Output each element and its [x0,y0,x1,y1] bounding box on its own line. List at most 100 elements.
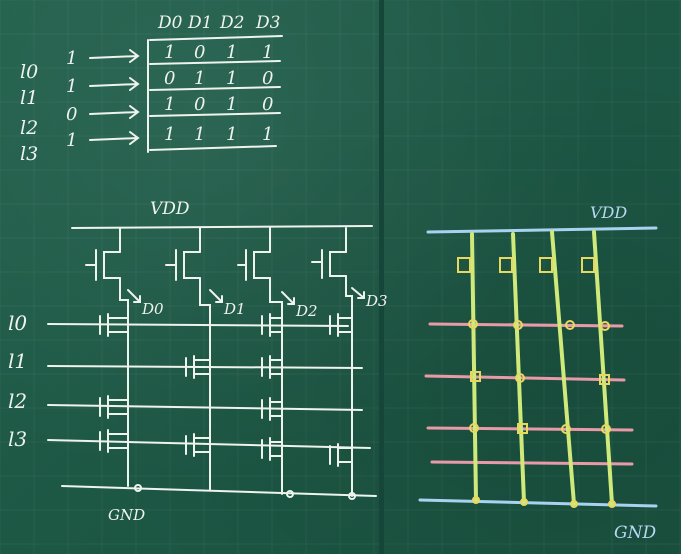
table-cell: 0 [194,42,205,63]
column-wire-1 [199,227,211,491]
table-cell: 1 [194,124,205,145]
right-bit-line-1 [511,232,526,504]
table-cell: 1 [164,94,175,115]
word-line-3 [47,439,371,449]
right-pullups [457,257,595,273]
row-arrow [89,131,140,145]
pulldown-transistor [329,443,353,467]
right-word-line-0 [428,322,624,328]
input-label-l2: l2 [8,389,27,413]
pulldown-transistor [261,313,283,337]
right-bit-line-2 [550,230,576,506]
column-header-d1: D1 [187,13,212,33]
table-cell: 1 [194,68,205,89]
right-ground-nodes [472,496,616,508]
pullup-transistor-1 [165,249,201,281]
right-gnd-label: GND [614,523,656,543]
right-vdd-rail [426,226,658,234]
word-line-0 [47,323,349,327]
gnd-rail [61,485,377,497]
pulldown-transistor [99,395,129,419]
output-label-d0: D0 [141,300,164,318]
row-value: 1 [66,76,77,97]
left-gnd-label: GND [108,506,145,524]
pullup-transistor-0 [85,249,121,281]
right-bit-line-0 [470,232,478,502]
row-arrow [89,49,140,63]
pullup-transistor-2 [237,249,271,281]
pulldown-transistor [261,355,283,379]
row-label-l2: l2 [20,117,38,139]
table-cell: 1 [226,42,237,63]
table-cell: 1 [262,124,273,145]
pulldown-transistor [261,437,283,461]
left-circuit [47,225,377,500]
input-label-l3: l3 [8,427,27,451]
pullup-transistor-3 [311,249,347,279]
pulldown-transistor [99,313,129,337]
output-arrow-2 [281,291,295,305]
table-cell: 0 [262,68,273,89]
output-label-d1: D1 [223,300,246,318]
table-bottom-border [149,145,277,151]
row-value: 1 [66,48,77,69]
vdd-rail [71,225,373,229]
table-cell: 0 [164,68,175,89]
right-gnd-rail [418,498,658,508]
column-header-d2: D2 [219,13,244,33]
right-word-line-3 [430,460,634,466]
table-cell: 0 [262,94,273,115]
table-row-line [149,112,281,117]
row-arrow [89,77,140,91]
truth-table-row-labels: l0 1 l1 1 l2 0 l3 1 [20,48,140,165]
ground-node [348,492,356,500]
output-arrow-3 [351,287,365,299]
table-cell: 1 [164,124,175,145]
row-arrow [89,105,140,119]
table-cell: 1 [226,94,237,115]
table-top-border [149,35,283,41]
table-cell: 1 [226,124,237,145]
row-label-l0: l0 [20,61,38,83]
pulldown-transistor [99,429,129,453]
table-cell: 0 [194,94,205,115]
table-cell: 1 [164,42,175,63]
column-wire-0 [119,227,129,487]
output-arrow-1 [209,289,223,303]
right-circuit [418,226,658,508]
right-cell-markers [468,319,611,434]
column-wire-2 [269,227,283,495]
input-label-l1: l1 [8,349,27,373]
output-label-d2: D2 [295,302,318,320]
right-bit-line-3 [592,230,614,506]
row-value: 1 [66,130,77,151]
column-header-d3: D3 [255,13,280,33]
board-divider [379,0,384,554]
row-value: 0 [66,104,77,125]
truth-table [147,35,283,153]
table-row-line [149,60,281,65]
pulldown-transistor [261,397,283,421]
word-line-2 [47,404,363,411]
left-vdd-label: VDD [150,199,190,219]
output-arrow-0 [127,289,141,303]
ground-node [134,484,142,492]
pulldown-transistor [329,313,353,337]
right-word-line-2 [426,426,634,432]
row-label-l1: l1 [20,87,38,109]
column-wire-3 [345,227,353,497]
left-input-labels: l0 l1 l2 l3 [8,311,27,451]
pulldown-transistor [185,433,211,457]
ground-node [286,490,294,498]
row-label-l3: l3 [20,143,38,165]
table-cell: 1 [262,42,273,63]
left-output-labels: D0 D1 D2 D3 [141,292,388,320]
input-label-l0: l0 [8,311,27,335]
right-vdd-label: VDD [590,203,627,222]
pulldown-transistor [185,355,211,379]
output-label-d3: D3 [365,292,388,310]
